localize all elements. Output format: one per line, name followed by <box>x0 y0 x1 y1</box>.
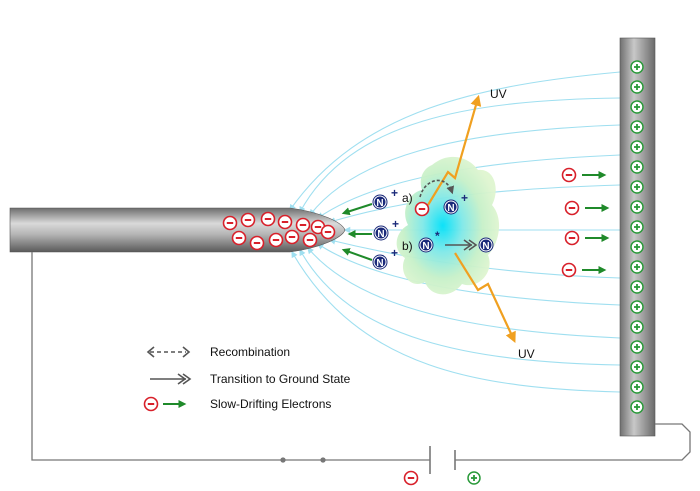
ion-letter-2: N <box>377 229 384 240</box>
ion-letter-b2: N <box>482 241 489 252</box>
drift-electron-1 <box>561 167 607 183</box>
uv-label-top: UV <box>490 87 507 101</box>
ion-plus-3: + <box>391 246 398 260</box>
ion-lower: N + <box>341 246 398 270</box>
ion-upper: N + <box>341 186 398 216</box>
drift-electron-3 <box>564 230 610 246</box>
legend-electrons-label: Slow-Drifting Electrons <box>210 397 331 411</box>
ion-plus-a: + <box>461 191 468 205</box>
ion-middle: N + <box>347 217 399 241</box>
legend-ground-state: Transition to Ground State <box>150 372 351 386</box>
plasma-cloud <box>396 156 500 295</box>
uv-emission-top: UV <box>427 87 507 206</box>
legend-electrons: Slow-Drifting Electrons <box>143 396 331 412</box>
ion-plus-1: + <box>391 186 398 200</box>
ion-letter-3: N <box>376 258 383 269</box>
excited-star: * <box>435 229 440 243</box>
path-a-label: a) <box>402 191 413 205</box>
drifting-electrons <box>561 167 610 278</box>
drift-electron-2 <box>564 200 610 216</box>
legend-recombination: Recombination <box>146 345 290 359</box>
legend-recombination-label: Recombination <box>210 345 290 359</box>
ion-letter-1: N <box>376 198 383 209</box>
legend: Recombination Transition to Ground State… <box>143 345 351 412</box>
battery-terminals <box>403 470 481 486</box>
ion-letter-a: N <box>447 203 454 214</box>
process-a-recombination: a) N + <box>402 179 468 217</box>
legend-ground-state-label: Transition to Ground State <box>210 372 351 386</box>
path-b-label: b) <box>402 239 413 253</box>
plate-electrode <box>619 37 656 437</box>
needle-electrode <box>9 207 346 253</box>
positive-ions: N + N + N + <box>341 186 399 270</box>
process-b-ground-state: b) N * N <box>402 229 494 253</box>
ion-plus-2: + <box>392 217 399 231</box>
uv-label-bottom: UV <box>518 347 535 361</box>
drift-electron-4 <box>561 262 607 278</box>
ion-letter-b1: N <box>422 241 429 252</box>
circuit <box>31 252 691 474</box>
uv-emission-bottom: UV <box>454 252 535 361</box>
